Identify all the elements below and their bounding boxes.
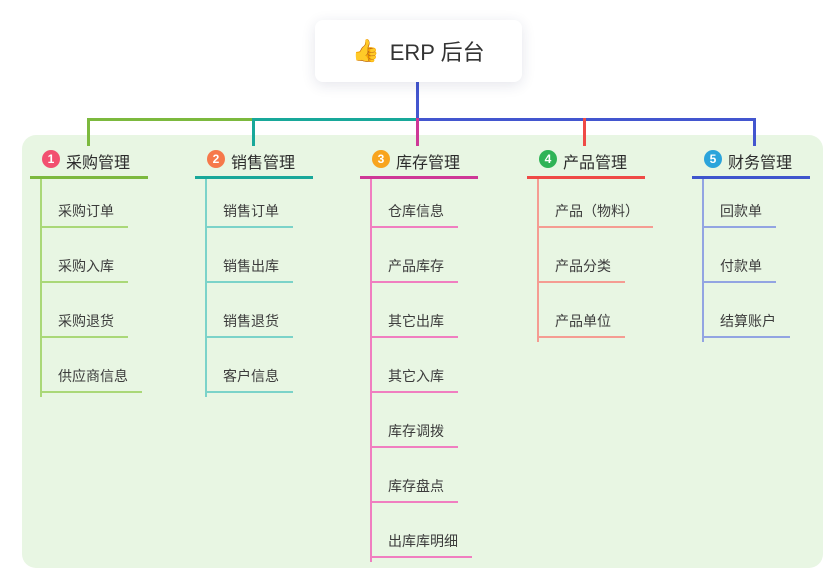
node-warehouse-info[interactable]: 仓库信息 (370, 202, 458, 228)
branch-underline (30, 176, 148, 179)
branch-child-connector (205, 179, 207, 397)
branch-underline (195, 176, 313, 179)
drop-line-purchase (87, 118, 90, 146)
branch-number-badge: 2 (207, 150, 225, 168)
branch-title-inventory[interactable]: 库存管理 (396, 155, 461, 172)
node-purchase-inbound[interactable]: 采购入库 (40, 257, 128, 283)
bus-segment-blue (418, 118, 756, 121)
branch-number-badge: 3 (372, 150, 390, 168)
node-other-inbound[interactable]: 其它入库 (370, 367, 458, 393)
node-product-unit[interactable]: 产品单位 (537, 312, 625, 338)
branch-number-badge: 1 (42, 150, 60, 168)
root-connector-line (416, 82, 419, 121)
node-sales-order[interactable]: 销售订单 (205, 202, 293, 228)
branch-underline (692, 176, 810, 179)
branch-title-sales[interactable]: 销售管理 (231, 155, 296, 172)
branch-number-badge: 5 (704, 150, 722, 168)
thumbs-up-icon: 👍 (352, 38, 380, 63)
node-sales-outbound[interactable]: 销售出库 (205, 257, 293, 283)
branch-child-connector (40, 179, 42, 397)
branch-title-purchase[interactable]: 采购管理 (66, 155, 131, 172)
node-outbound-detail[interactable]: 出库库明细 (370, 532, 472, 558)
branch-number-badge: 4 (539, 150, 557, 168)
node-product-stock[interactable]: 产品库存 (370, 257, 458, 283)
node-product-category[interactable]: 产品分类 (537, 257, 625, 283)
root-node-label: ERP 后台 (389, 40, 485, 65)
node-stock-take[interactable]: 库存盘点 (370, 477, 458, 503)
node-product-material[interactable]: 产品（物料） (537, 202, 653, 228)
node-receipt-bill[interactable]: 回款单 (702, 202, 776, 228)
node-other-outbound[interactable]: 其它出库 (370, 312, 458, 338)
node-stock-transfer[interactable]: 库存调拨 (370, 422, 458, 448)
branch-title-finance[interactable]: 财务管理 (728, 155, 793, 172)
node-purchase-return[interactable]: 采购退货 (40, 312, 128, 338)
drop-line-sales (252, 118, 255, 146)
drop-line-finance (753, 118, 756, 146)
root-node[interactable]: 👍 ERP 后台 (315, 20, 522, 82)
node-settlement-account[interactable]: 结算账户 (702, 312, 790, 338)
drop-line-inventory (416, 118, 419, 146)
bus-segment-green (87, 118, 254, 121)
branch-underline (527, 176, 645, 179)
node-purchase-order[interactable]: 采购订单 (40, 202, 128, 228)
branch-underline (360, 176, 478, 179)
bus-segment-teal (254, 118, 418, 121)
drop-line-product (583, 118, 586, 146)
mindmap-canvas (22, 135, 823, 568)
node-payment-bill[interactable]: 付款单 (702, 257, 776, 283)
node-customer-info[interactable]: 客户信息 (205, 367, 293, 393)
node-sales-return[interactable]: 销售退货 (205, 312, 293, 338)
branch-child-connector (702, 179, 704, 342)
branch-child-connector (537, 179, 539, 342)
node-supplier-info[interactable]: 供应商信息 (40, 367, 142, 393)
branch-title-product[interactable]: 产品管理 (563, 155, 628, 172)
branch-child-connector (370, 179, 372, 562)
